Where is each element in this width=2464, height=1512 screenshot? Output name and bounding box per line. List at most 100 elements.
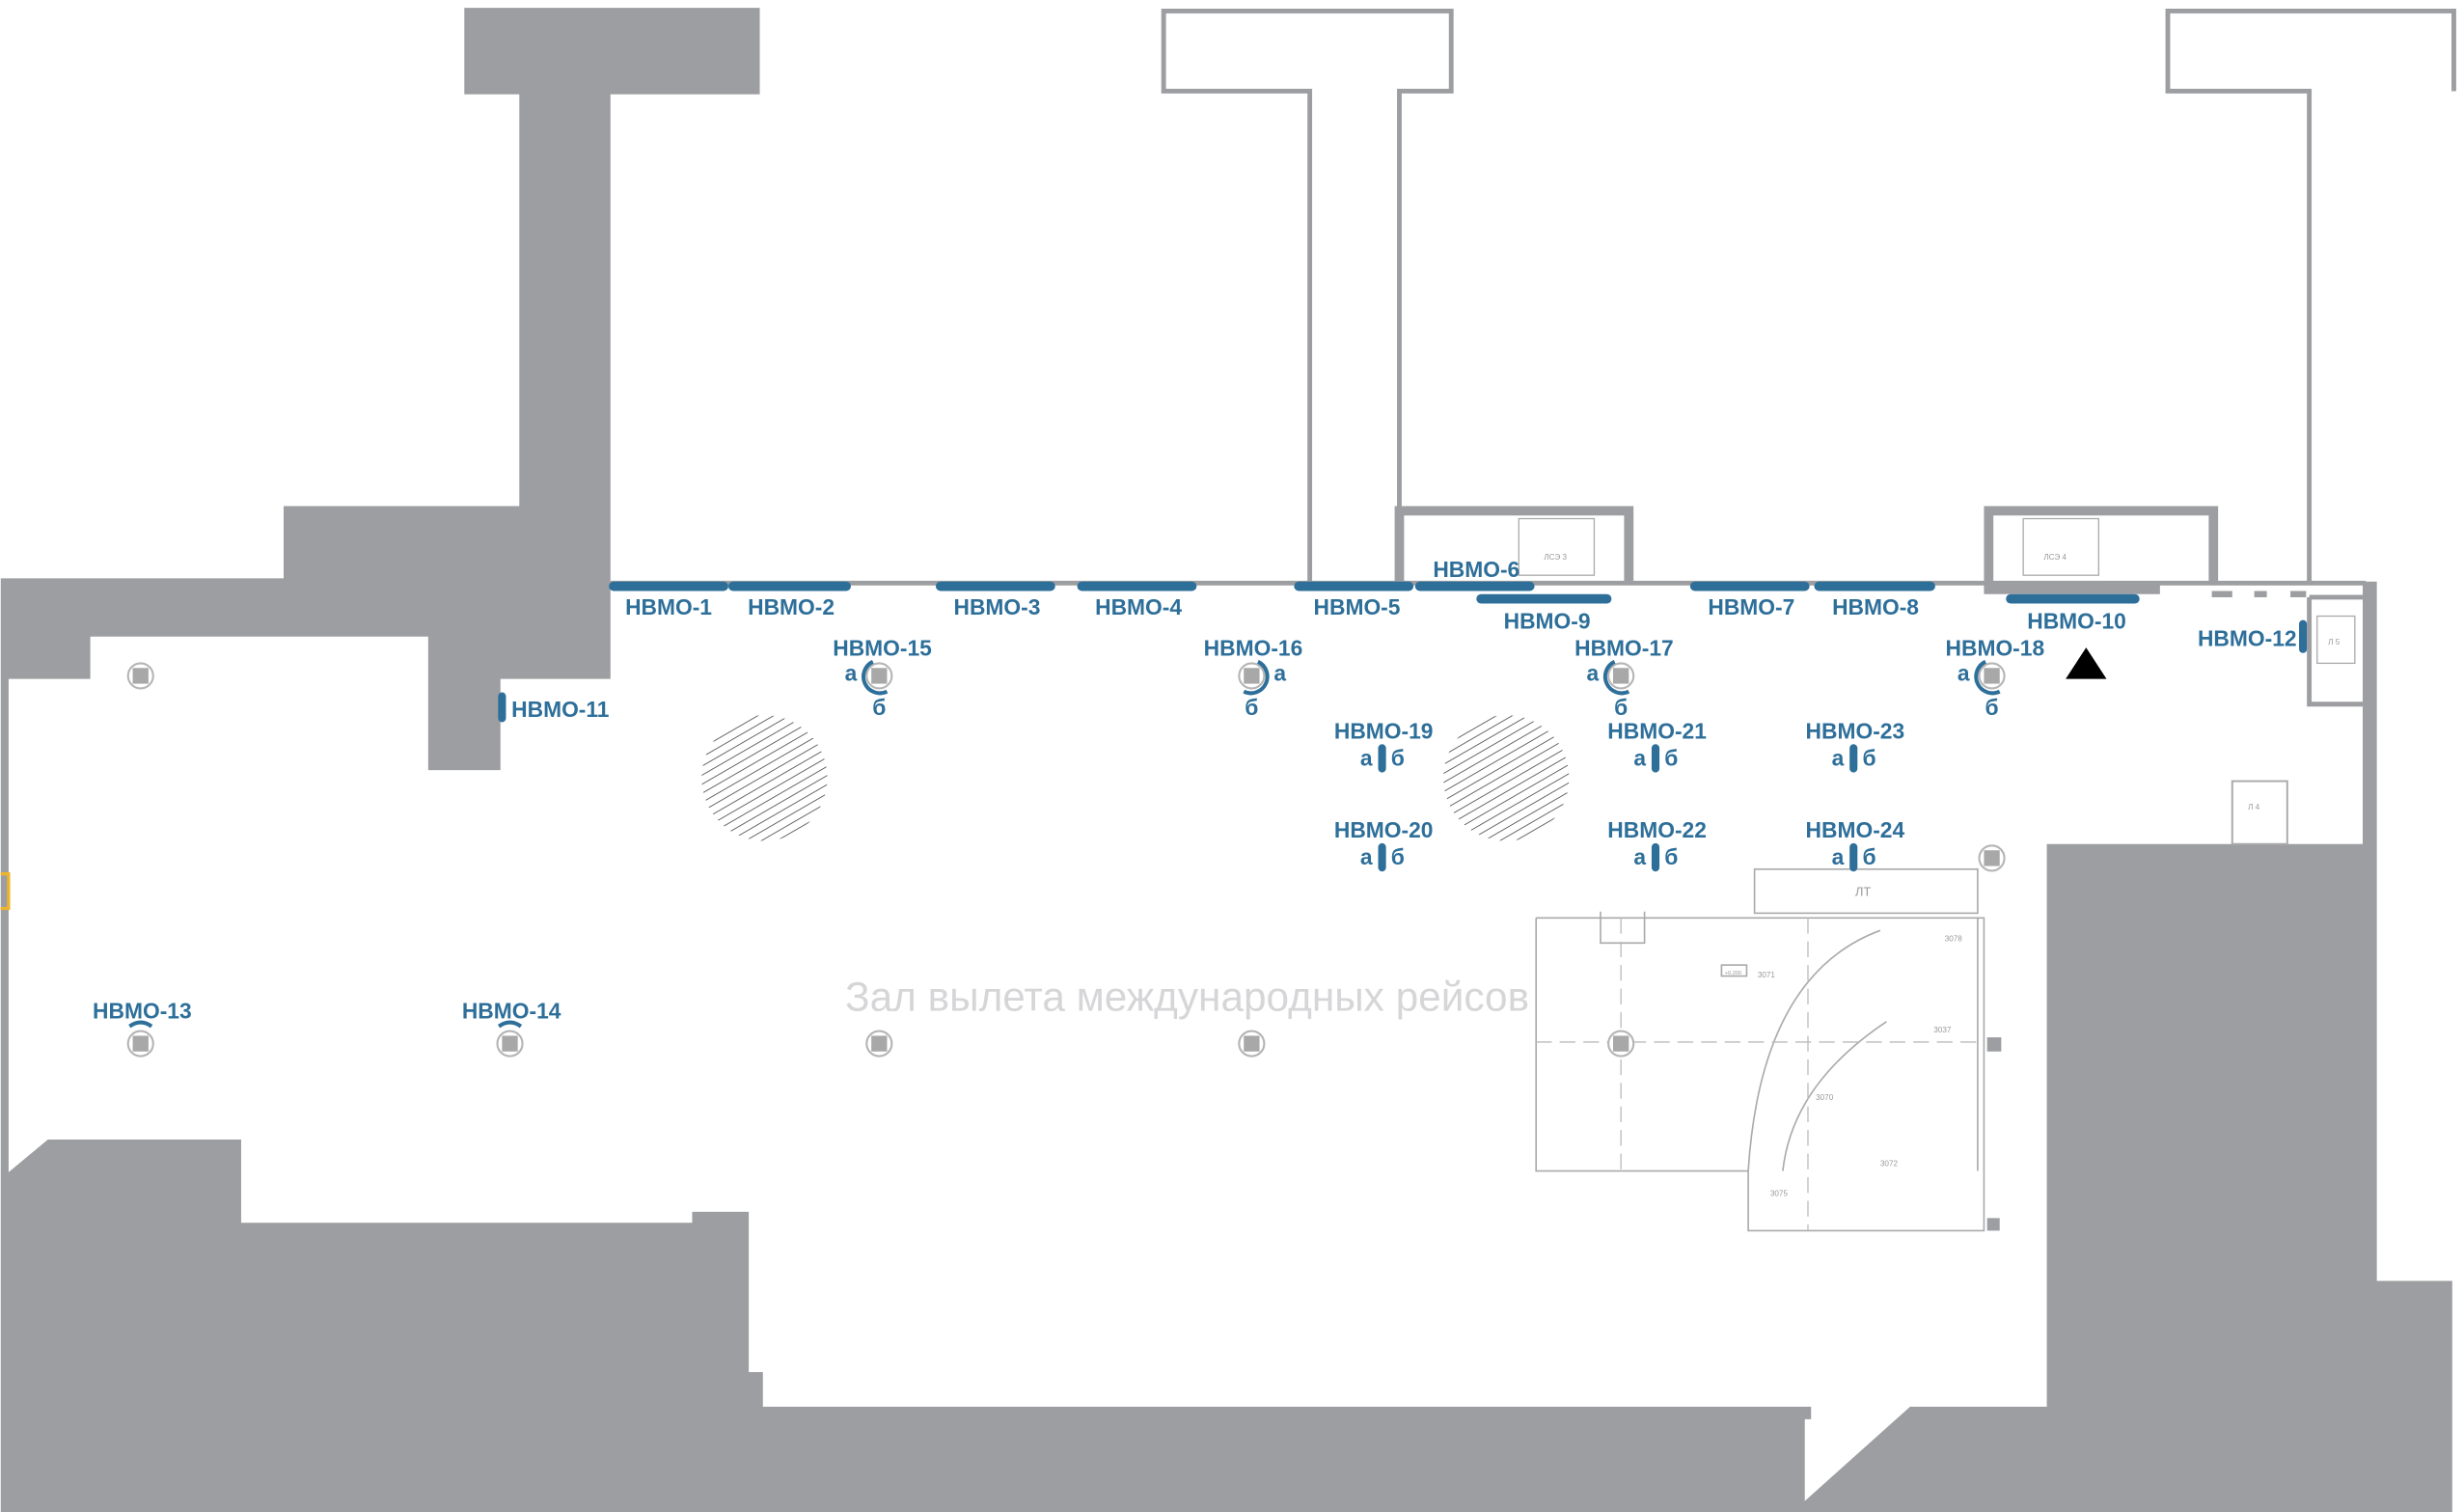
- elevator-icon: [2231, 780, 2288, 845]
- room-number: 3071: [1758, 971, 1776, 979]
- stair-room-3: [1394, 506, 1634, 582]
- sensor-marker[interactable]: НВМО-8: [1814, 581, 1935, 619]
- room-number: 3070: [1816, 1093, 1834, 1102]
- column-icon: [1607, 662, 1635, 690]
- sensor-side-a: а: [1273, 660, 1286, 685]
- column-icon: [1238, 1030, 1266, 1058]
- sensor-label: НВМО-17: [1574, 635, 1674, 660]
- sensor-marker[interactable]: НВМО-11: [498, 692, 610, 723]
- sensor-side-a: а: [1360, 844, 1373, 869]
- sensor-side-b: б: [1391, 745, 1405, 770]
- sensor-side-b: б: [1614, 695, 1628, 720]
- sensor-label: НВМО-7: [1708, 594, 1794, 619]
- sensor-marker[interactable]: НВМО-6: [1414, 557, 1535, 591]
- wall-segment: [1984, 581, 2160, 594]
- stair-label: ЛСЭ 3: [1544, 553, 1567, 562]
- sensor-side-b: б: [1862, 745, 1875, 770]
- sensor-side-a: а: [1832, 844, 1845, 869]
- sensor-marker[interactable]: НВМО-2: [727, 581, 851, 619]
- wall-northwest: [0, 8, 760, 1179]
- sensor-label: НВМО-6: [1433, 557, 1519, 582]
- column-icon: [126, 662, 154, 690]
- stair-icon: [1518, 517, 1596, 576]
- sensor-label: НВМО-10: [2027, 609, 2126, 634]
- entrance-marker: [0, 872, 11, 911]
- room-number: 3037: [1933, 1026, 1952, 1034]
- sensor-label: НВМО-12: [2198, 625, 2297, 650]
- sensor-side-a: а: [1832, 745, 1845, 770]
- sensor-side-b: б: [1245, 695, 1258, 720]
- sensor-label: НВМО-20: [1334, 817, 1434, 842]
- sensor-label: НВМО-22: [1607, 817, 1707, 842]
- sensor-arc-icon: [861, 659, 889, 696]
- stair-label: ЛСЭ 4: [2043, 553, 2067, 562]
- sensor-side-a: а: [1633, 745, 1646, 770]
- sensor-marker[interactable]: НВМО-12: [2198, 619, 2308, 653]
- room-number: 3078: [1945, 935, 1963, 944]
- sensor-marker[interactable]: НВМО-9: [1476, 593, 1612, 634]
- sensor-arc-icon: [128, 1020, 153, 1029]
- sensor-label: НВМО-19: [1334, 719, 1434, 744]
- elevator-shaft: [2307, 594, 2363, 707]
- column-icon: [126, 1030, 154, 1058]
- sensor-label: НВМО-1: [625, 594, 712, 619]
- sensor-marker[interactable]: НВМО-10: [2006, 593, 2140, 634]
- column-icon: [1607, 1030, 1635, 1058]
- column-icon: [865, 662, 893, 690]
- wall-outline-east: [2165, 8, 2456, 582]
- sensor-label: НВМО-24: [1806, 817, 1905, 842]
- sensor-side-a: а: [1360, 745, 1373, 770]
- you-are-here-icon: [2066, 647, 2107, 679]
- sensor-marker[interactable]: НВМО-5: [1294, 581, 1414, 619]
- sensor-arc-icon: [1243, 659, 1270, 696]
- stair-room-4: [1984, 506, 2219, 590]
- room-number: 3072: [1880, 1160, 1899, 1168]
- sensor-label: НВМО-16: [1204, 635, 1303, 660]
- hall-title: Зал вылета международных рейсов: [845, 974, 1529, 1019]
- sensor-arc-icon: [1974, 659, 2001, 696]
- sensor-side-a: а: [845, 660, 858, 685]
- sensor-label: НВМО-9: [1504, 609, 1591, 634]
- elevator-icon: [2316, 615, 2356, 665]
- sensor-marker[interactable]: НВМО-3: [935, 581, 1055, 619]
- sensor-side-a: а: [1633, 844, 1646, 869]
- sensor-side-b: б: [1391, 844, 1405, 869]
- level-mark: +0.200: [1725, 971, 1742, 976]
- sensor-side-a: а: [1586, 660, 1599, 685]
- sensor-side-b: б: [1664, 844, 1678, 869]
- sensor-marker[interactable]: НВМО-14: [462, 999, 561, 1029]
- column-icon: [1238, 662, 1266, 690]
- column-icon: [1978, 844, 2006, 872]
- sensor-marker[interactable]: НВМО-7: [1689, 581, 1810, 619]
- column-icon: [496, 1030, 524, 1058]
- sensor-side-b: б: [1862, 844, 1875, 869]
- sensor-arc-icon: [1602, 659, 1630, 696]
- sensor-marker[interactable]: НВМО-4: [1077, 581, 1197, 619]
- sensor-marker[interactable]: аб НВМО-16: [1204, 635, 1303, 720]
- sensor-label: НВМО-21: [1607, 719, 1707, 744]
- sensor-side-b: б: [1664, 745, 1678, 770]
- sensor-label: НВМО-2: [748, 594, 835, 619]
- column-icon: [865, 1030, 893, 1058]
- sensor-label: НВМО-18: [1946, 635, 2045, 660]
- sensor-label: НВМО-11: [511, 697, 610, 722]
- stair-icon: [2022, 517, 2099, 576]
- restricted-zone-icon: [701, 715, 828, 841]
- sensor-side-b: б: [1985, 695, 1999, 720]
- sensor-marker[interactable]: НВМО-13: [93, 999, 192, 1029]
- sensor-marker[interactable]: аб НВМО-17: [1574, 635, 1674, 720]
- sensor-label: НВМО-4: [1095, 594, 1182, 619]
- sensor-label: НВМО-13: [93, 999, 192, 1024]
- sensor-marker[interactable]: НВМО-1: [609, 581, 728, 619]
- wall-south: [0, 581, 2452, 1512]
- column-icon: [1978, 662, 2006, 690]
